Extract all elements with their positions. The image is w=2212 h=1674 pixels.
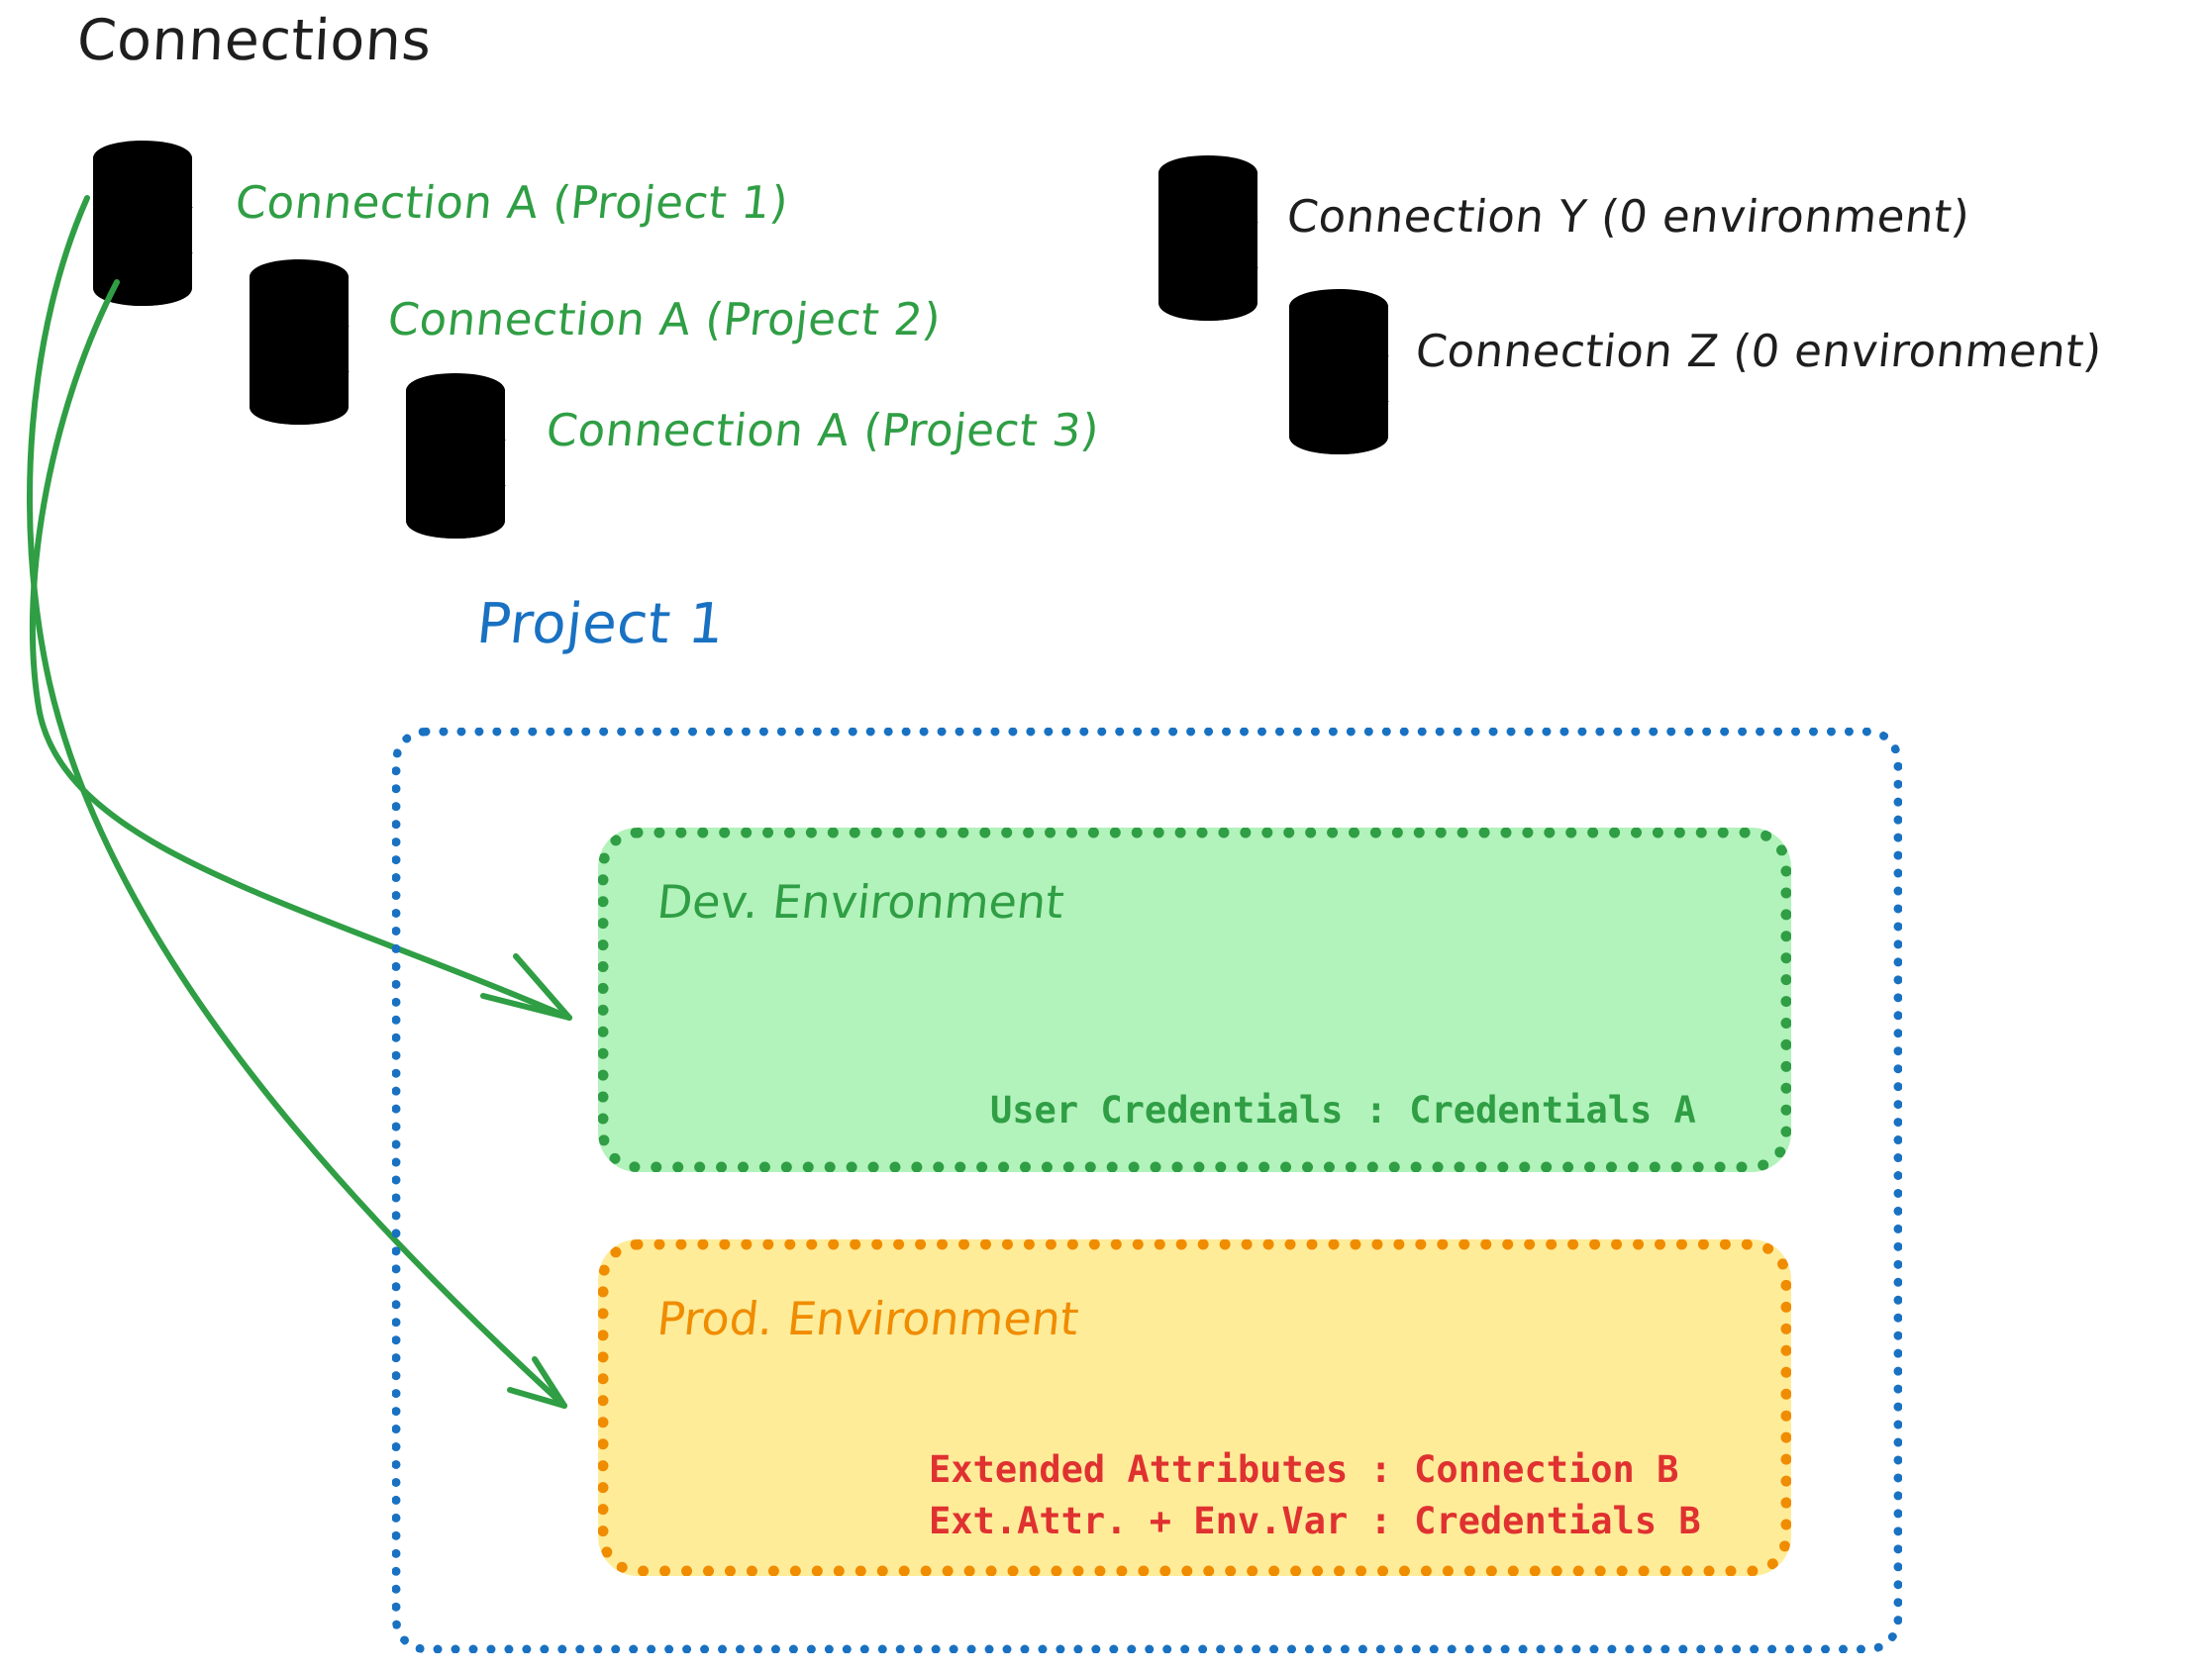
database-icon-connection-a-project-1[interactable] [93, 141, 193, 306]
connection-label-y: Connection Y (0 environment) [1284, 190, 1973, 243]
connection-label-a-project-3: Connection A (Project 3) [544, 404, 1102, 456]
database-icon-connection-y[interactable] [1158, 155, 1258, 321]
database-icon-connection-a-project-2[interactable] [250, 259, 350, 425]
connection-label-z: Connection Z (0 environment) [1413, 325, 2105, 377]
prod-environment-extended-attributes-line: Extended Attributes : Connection B [929, 1448, 1679, 1491]
prod-environment-env-var-line: Ext.Attr. + Env.Var : Credentials B [929, 1500, 1701, 1542]
connection-label-a-project-2: Connection A (Project 2) [385, 293, 944, 345]
dev-environment-heading: Dev. Environment [654, 875, 1067, 929]
database-icon-connection-z[interactable] [1289, 289, 1389, 454]
page-title: Connections [75, 8, 434, 73]
prod-environment-heading: Prod. Environment [654, 1292, 1081, 1345]
dev-environment-box[interactable] [598, 828, 1791, 1172]
database-icon-connection-a-project-3[interactable] [406, 373, 506, 539]
prod-environment-box[interactable] [598, 1239, 1791, 1576]
dev-environment-credentials-line: User Credentials : Credentials A [990, 1089, 1696, 1132]
connection-label-a-project-1: Connection A (Project 1) [233, 176, 791, 229]
project-label: Project 1 [473, 592, 728, 656]
project-container [392, 728, 1902, 1653]
